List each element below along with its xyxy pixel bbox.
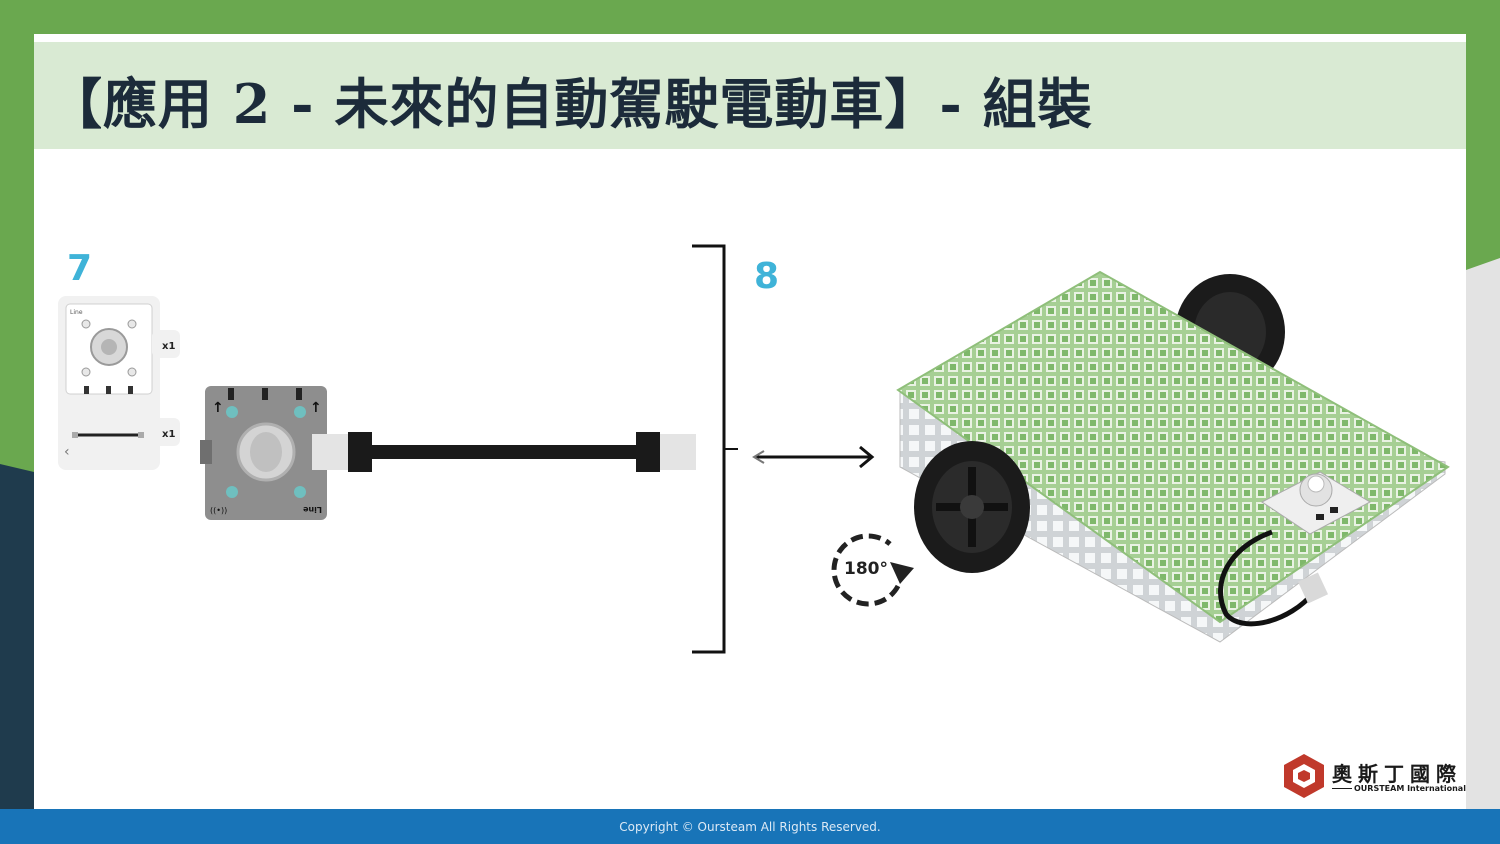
assembly-bracket xyxy=(692,244,738,654)
module-line-label: Line xyxy=(302,505,322,514)
double-arrow-icon xyxy=(752,445,875,469)
parts-cable-count: x1 xyxy=(162,429,175,440)
parts-box: Line x1 x1 ‹ xyxy=(58,296,180,470)
logo-name-cn: 奧斯丁國際 xyxy=(1332,762,1462,786)
parts-line-label: Line xyxy=(70,309,83,316)
parts-line-module-image: Line xyxy=(65,303,153,395)
title-bar: 【應用 2 - 未來的自動駕駛電動車】- 組裝 xyxy=(34,42,1466,149)
page-title: 【應用 2 - 未來的自動駕駛電動車】- 組裝 xyxy=(48,72,1093,136)
step-number-8: 8 xyxy=(754,256,780,297)
chevron-left-icon: ‹ xyxy=(64,444,70,460)
logo-divider xyxy=(1332,788,1352,789)
logo-name-en: OURSTEAM International xyxy=(1354,784,1466,793)
svg-text:↑: ↑ xyxy=(212,400,224,416)
module-with-cable: ↑ ↑ ((•)) Line xyxy=(200,386,696,520)
cube-logo-icon xyxy=(1284,754,1324,798)
car-chassis-image xyxy=(896,270,1450,643)
company-logo: 奧斯丁國際 OURSTEAM International xyxy=(1282,752,1466,802)
rotate-degree-label: 180° xyxy=(844,559,888,579)
footer-copyright: Copyright © Oursteam All Rights Reserved… xyxy=(619,820,881,834)
parts-cable-image xyxy=(72,432,144,438)
svg-text:↑: ↑ xyxy=(310,400,322,416)
parts-module-count: x1 xyxy=(162,341,175,352)
footer-bar: Copyright © Oursteam All Rights Reserved… xyxy=(0,809,1500,844)
step-number-7: 7 xyxy=(67,248,93,289)
module-wifi-icon: ((•)) xyxy=(210,506,227,515)
mounted-line-module-image xyxy=(1261,471,1372,535)
rotate-180-icon: 180° xyxy=(831,533,914,607)
